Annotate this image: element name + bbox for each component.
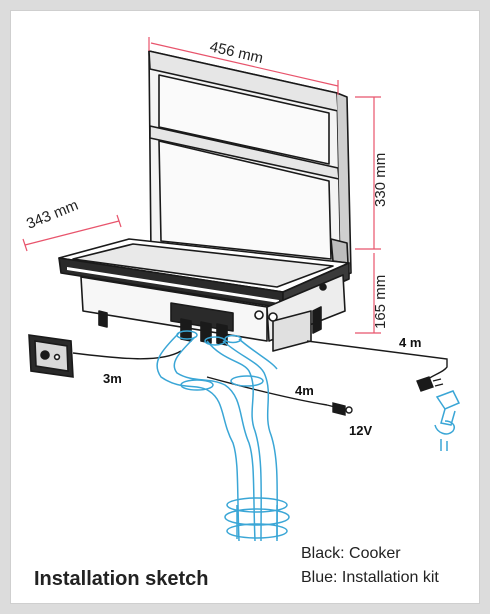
height-label: 330 mm xyxy=(372,153,389,207)
power-plug xyxy=(416,376,444,392)
legend-blue: Blue: Installation kit xyxy=(301,569,439,586)
control-cable-label: 3m xyxy=(103,371,122,386)
voltage-label: 12V xyxy=(349,423,372,438)
installation-kit xyxy=(156,330,290,542)
supply-cable-label: 4m xyxy=(295,383,314,398)
legend-black: Black: Cooker xyxy=(301,545,401,562)
figure-frame: 456 mm 330 mm 165 mm 343 mm 4 m 3m 4m 12… xyxy=(10,10,480,604)
control-panel xyxy=(28,334,74,378)
depth-label: 343 mm xyxy=(24,197,81,233)
cooker-cables xyxy=(72,340,448,410)
installation-diagram: 456 mm 330 mm 165 mm 343 mm 4 m 3m 4m 12… xyxy=(22,37,461,542)
dimension-lines xyxy=(22,37,381,334)
cooker-lid xyxy=(148,50,352,277)
cooker-body xyxy=(58,238,350,352)
base-height-label: 165 mm xyxy=(372,275,389,329)
fuse-connector xyxy=(332,402,353,416)
caption-title: Installation sketch xyxy=(34,568,209,590)
blue-fitting xyxy=(434,390,461,451)
color-legend: Black: Cooker Blue: Installation kit xyxy=(301,542,439,590)
power-cable-label: 4 m xyxy=(399,335,421,350)
